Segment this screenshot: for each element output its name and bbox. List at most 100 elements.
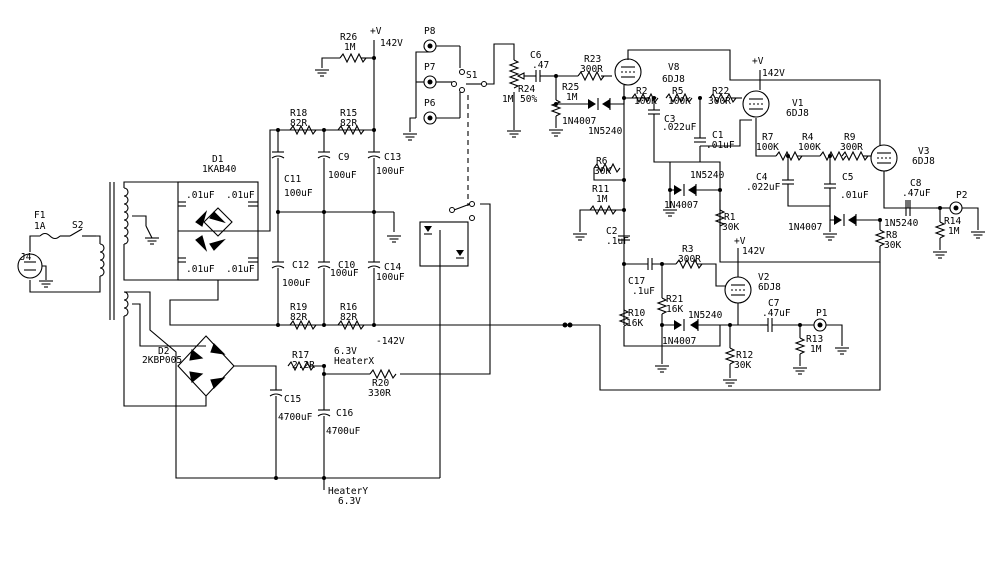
label-plus-v-mid: +V [752, 56, 764, 67]
label-p2: P2 [956, 190, 967, 201]
label-r5-value: 100K [668, 96, 691, 107]
label-c15: C15 [284, 394, 301, 405]
label-r2: R2 [636, 86, 647, 97]
label-r23: R23 [584, 54, 601, 65]
label-c4: C4 [756, 172, 768, 183]
label-c13-value: 100uF [376, 166, 405, 177]
bplus-filter [271, 40, 573, 331]
label-heatery: HeaterY [328, 486, 368, 497]
output-stage [599, 248, 881, 391]
label-1n5240-d: 1N5240 [688, 310, 723, 321]
label-v8-value: 6DJ8 [662, 74, 685, 85]
label-142v-mid: 142V [762, 68, 785, 79]
input-selector [402, 39, 515, 478]
label-d2-value: 2KBP005 [142, 355, 182, 366]
label-r6-value: 30K [594, 166, 611, 177]
label-heaterx-voltage: 6.3V [334, 346, 357, 357]
label-c8-value: .47uF [902, 188, 931, 199]
label-r16-value: 82R [340, 312, 357, 323]
v1-tube [742, 90, 770, 118]
label-1n4007-d: 1N4007 [662, 336, 696, 347]
label-r15: R15 [340, 108, 357, 119]
label-r11-value: 1M [596, 194, 608, 205]
label-r4-value: 100K [798, 142, 821, 153]
label-r5: R5 [672, 86, 683, 97]
label-c14: C14 [384, 262, 401, 273]
label-r3: R3 [682, 244, 693, 255]
v2-tube [724, 276, 752, 304]
label-r15-value: 82R [340, 118, 357, 129]
label-c17: C17 [628, 276, 645, 287]
label-r12-value: 30K [734, 360, 751, 371]
label-c11-value: 100uF [284, 188, 313, 199]
label-r7: R7 [762, 132, 773, 143]
label-c1-value: .01uF [706, 140, 735, 151]
label-f1: F1 [34, 210, 46, 221]
label-r1-value: 30K [722, 222, 739, 233]
v3-tube [870, 144, 898, 172]
label-r22-value: 300R [708, 96, 731, 107]
label-r18-value: 82R [290, 118, 307, 129]
label-c5-value: .01uF [840, 190, 869, 201]
label-r8: R8 [886, 230, 898, 241]
label-d1-value: 1KAB40 [202, 164, 237, 175]
label-c-d1-d: .01uF [226, 264, 255, 275]
label-c14-value: 100uF [376, 272, 405, 283]
label-r13: R13 [806, 334, 823, 345]
label-r16: R16 [340, 302, 357, 313]
label-1n4007-c: 1N4007 [788, 222, 822, 233]
label-1n5240-b: 1N5240 [690, 170, 725, 181]
label-r14-value: 1M [948, 226, 960, 237]
label-142v-low: 142V [742, 246, 765, 257]
component-labels: F1 1A S2 J4 D1 1KAB40 .01uF .01uF .01uF … [20, 26, 967, 507]
label-c7: C7 [768, 298, 779, 309]
label-p7: P7 [424, 62, 435, 73]
mains-section [17, 181, 440, 479]
label-c2: C2 [606, 226, 617, 237]
label-r19-value: 82R [290, 312, 307, 323]
label-1n5240-a: 1N5240 [588, 126, 623, 137]
label-v8: V8 [668, 62, 680, 73]
label-c5: C5 [842, 172, 853, 183]
label-c13: C13 [384, 152, 401, 163]
label-r19: R19 [290, 302, 307, 313]
label-r14: R14 [944, 216, 961, 227]
heater-supply [177, 203, 491, 490]
label-c16-value: 4700uF [326, 426, 361, 437]
label-c3: C3 [664, 114, 675, 125]
label-r24: R24 [518, 84, 535, 95]
label-c9-value: 100uF [328, 170, 357, 181]
label-heaterx: HeaterX [334, 356, 374, 367]
label-v3-value: 6DJ8 [912, 156, 935, 167]
label-plus-v-low: +V [734, 236, 746, 247]
label-1n4007-a: 1N4007 [562, 116, 596, 127]
label-r4: R4 [802, 132, 814, 143]
label-f1-value: 1A [34, 221, 46, 232]
label-r10: R10 [628, 308, 645, 319]
label-c10: C10 [338, 260, 355, 271]
label-c2-value: .1uF [606, 236, 629, 247]
label-heatery-voltage: 6.3V [338, 496, 361, 507]
label-c11: C11 [284, 174, 301, 185]
label-r22: R22 [712, 86, 729, 97]
label-d2: D2 [158, 346, 169, 357]
label-p6: P6 [424, 98, 436, 109]
label-r9-value: 300R [840, 142, 863, 153]
label-c-d1-c: .01uF [186, 264, 215, 275]
label-c-d1-a: .01uF [186, 190, 215, 201]
label-c16: C16 [336, 408, 353, 419]
label-s2: S2 [72, 220, 83, 231]
label-s1: S1 [466, 70, 478, 81]
label-r21: R21 [666, 294, 683, 305]
label-v2: V2 [758, 272, 769, 283]
label-v2-value: 6DJ8 [758, 282, 781, 293]
label-r17-value: 2.2R [292, 360, 315, 371]
label-p1: P1 [816, 308, 828, 319]
label-1n4007-b: 1N4007 [664, 200, 698, 211]
label-c7-value: .47uF [762, 308, 791, 319]
label-r9: R9 [844, 132, 856, 143]
label-r21-value: 16K [666, 304, 683, 315]
label-1n5240-c: 1N5240 [884, 218, 919, 229]
label-c6-value: .47 [532, 60, 549, 71]
